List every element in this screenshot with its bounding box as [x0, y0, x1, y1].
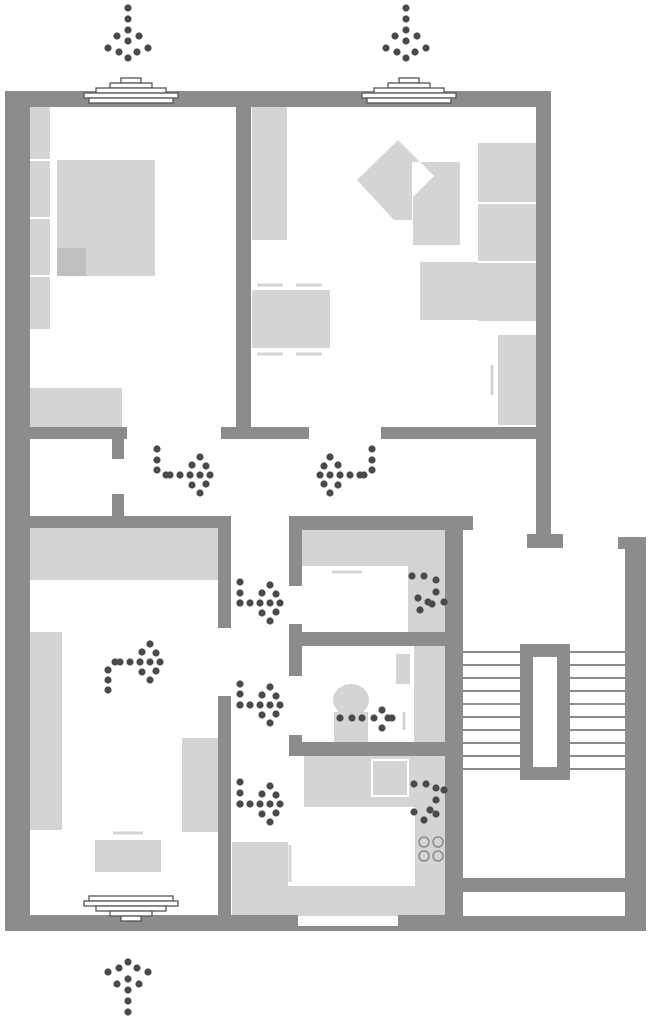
stove-burners [418, 836, 444, 862]
office-desk [252, 290, 330, 348]
wall-right-stub [527, 534, 563, 548]
vents-layer [83, 77, 457, 922]
vent-top-right [361, 77, 457, 104]
wall-right-upper [536, 91, 551, 539]
living-tv-unit [182, 738, 218, 832]
furniture-layer [30, 107, 536, 916]
living-sideboard [30, 528, 218, 580]
stair-core-void [533, 657, 557, 767]
wall-storage-left [289, 516, 302, 586]
wall-wet-right [445, 516, 463, 931]
wall-toilet-left [289, 646, 302, 676]
wall-office-bottom-right [381, 427, 551, 439]
vent-bottom [83, 895, 179, 922]
wall-living-right-upper [218, 516, 231, 628]
airflow-living-room [104, 640, 164, 694]
living-coffee-table [95, 840, 161, 872]
furniture-details [30, 159, 536, 277]
airflow-into-toilet [236, 680, 284, 727]
wall-office-bottom-left [221, 427, 309, 439]
airflow-top-left [104, 4, 152, 62]
office-armchair [357, 140, 460, 246]
wall-stair-landing [463, 878, 646, 892]
airflow-bottom [104, 958, 152, 1016]
airflow-toilet-exhaust [336, 706, 396, 732]
airflow-into-storage [236, 578, 284, 625]
airflow-kitchen-exhaust [410, 780, 448, 824]
toilet-bowl [333, 684, 369, 716]
airflow-into-kitchen [236, 778, 284, 826]
wall-storage-toilet [289, 632, 449, 646]
wall-toilet-left-stub [289, 735, 302, 755]
wall-left [5, 91, 30, 931]
kitchen-counter-bottom [288, 886, 415, 916]
office-shelf [252, 107, 287, 240]
office-cabinet [478, 143, 536, 321]
kitchen-window-sill [294, 926, 398, 931]
toilet-sink-counter [414, 646, 445, 744]
vent-top-left [83, 77, 179, 104]
airflow-top-right [382, 4, 430, 62]
kitchen-sink [371, 759, 409, 797]
wall-living-stub [112, 494, 124, 528]
wall-stair-right-cap [618, 537, 646, 549]
wall-stair-right [625, 537, 646, 931]
living-sofa [30, 632, 62, 830]
storage-shelf-top [302, 530, 445, 566]
kitchen-table [232, 842, 288, 916]
airflow-arrows [104, 4, 448, 1016]
stair-treads [463, 651, 625, 770]
office-side-table [420, 262, 478, 320]
wall-bedroom-office [236, 91, 251, 427]
wall-stair-bottom [463, 916, 646, 931]
airflow-storage-exhaust [408, 572, 448, 614]
wall-bedroom-stub [112, 427, 124, 459]
wall-toilet-kitchen [289, 742, 449, 756]
wall-storage-top [289, 516, 473, 530]
bed-pillow [57, 248, 86, 276]
bedroom-dresser [30, 388, 122, 428]
office-bookcase [498, 335, 536, 425]
airflow-hall-right [153, 445, 214, 497]
wall-bottom-left [5, 915, 298, 931]
airflow-hall-left [316, 445, 376, 497]
wall-bedroom-bottom [5, 427, 127, 439]
furniture-outlines [113, 283, 494, 882]
toilet-towel-rack [396, 654, 410, 684]
kitchen-counter-top [304, 755, 445, 807]
wall-living-right-lower [218, 696, 231, 928]
